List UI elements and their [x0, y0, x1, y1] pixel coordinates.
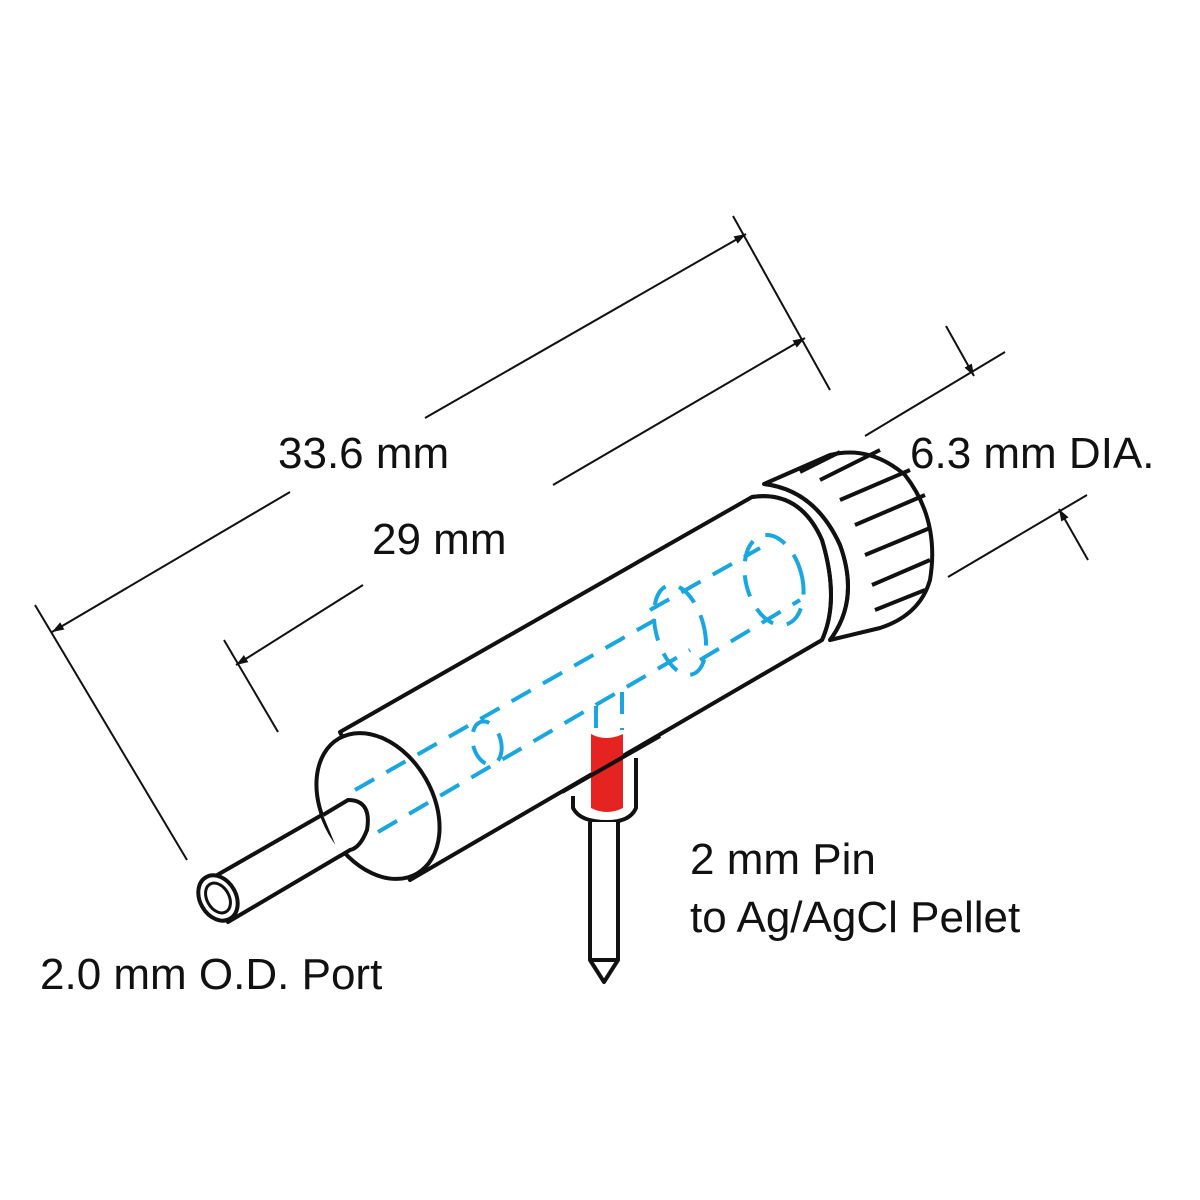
body-bottom-edge	[561, 734, 661, 794]
pin-label-line2: to Ag/AgCl Pellet	[690, 893, 1021, 942]
body-length-label: 29 mm	[372, 515, 507, 564]
dimension-33-6mm	[34, 215, 831, 861]
port-collar	[321, 797, 370, 858]
dimension-diameter	[864, 325, 1089, 578]
pin-label-line1: 2 mm Pin	[690, 835, 876, 884]
dimension-29mm	[223, 337, 806, 733]
diameter-label: 6.3 mm DIA.	[910, 429, 1155, 478]
port-label: 2.0 mm O.D. Port	[40, 950, 383, 999]
hidden-internal-channel	[354, 532, 806, 834]
holder-body	[338, 494, 833, 882]
ag-agcl-pellet	[591, 734, 623, 812]
knurled-cap	[762, 448, 935, 642]
overall-length-label: 33.6 mm	[278, 429, 450, 478]
